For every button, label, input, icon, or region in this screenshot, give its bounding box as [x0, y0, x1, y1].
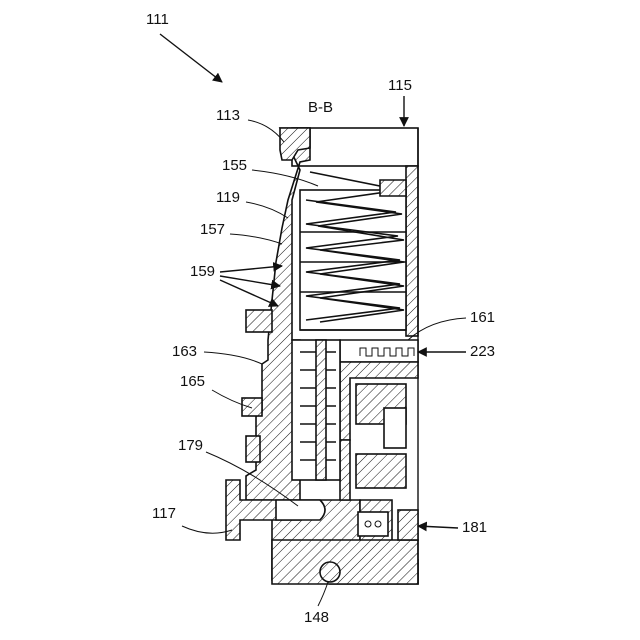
ref-157-label: 157 [200, 221, 225, 238]
ref-148: 148 [304, 582, 329, 626]
ref-148-label: 148 [304, 609, 329, 626]
ref-159: 159 [190, 263, 282, 306]
ref-165-label: 165 [180, 373, 205, 390]
ref-117: 117 [152, 505, 232, 533]
section-label: B-B [308, 99, 333, 116]
spring-stack [300, 172, 406, 330]
ref-111-label: 111 [146, 11, 169, 28]
ref-148-leader [318, 582, 328, 606]
ref-155-leader [252, 170, 318, 186]
ref-161: 161 [408, 309, 495, 340]
ref-181-label: 181 [462, 519, 487, 536]
ref-181: 181 [418, 519, 487, 536]
ref-117-label: 117 [152, 505, 176, 522]
ref-223-label: 223 [470, 343, 495, 360]
ref-119: 119 [216, 189, 288, 218]
ref-115-label: 115 [388, 77, 412, 94]
ref-115: 115 [388, 77, 412, 126]
ref-119-label: 119 [216, 189, 240, 206]
ref-113-label: 113 [216, 107, 240, 124]
ref-163-leader [204, 352, 262, 364]
disc-pack [292, 340, 340, 480]
ref-117-leader [182, 526, 232, 533]
ref-159-arrow-1 [220, 266, 282, 272]
ref-159-label: 159 [190, 263, 215, 280]
ref-111: 111 [146, 11, 222, 82]
ref-163-label: 163 [172, 343, 197, 360]
ref-223: 223 [418, 343, 495, 360]
ref-157: 157 [200, 221, 282, 244]
ref-157-leader [230, 234, 282, 244]
ref-179-label: 179 [178, 437, 203, 454]
ref-165: 165 [180, 373, 252, 408]
ref-113-leader [248, 120, 284, 142]
ref-111-arrow [160, 34, 222, 82]
ref-119-leader [246, 202, 288, 218]
ref-161-label: 161 [470, 309, 495, 326]
ref-181-arrow [418, 526, 458, 528]
gear-region [340, 340, 418, 500]
ref-163: 163 [172, 343, 262, 364]
ref-113: 113 [216, 107, 284, 142]
ref-155-label: 155 [222, 157, 247, 174]
